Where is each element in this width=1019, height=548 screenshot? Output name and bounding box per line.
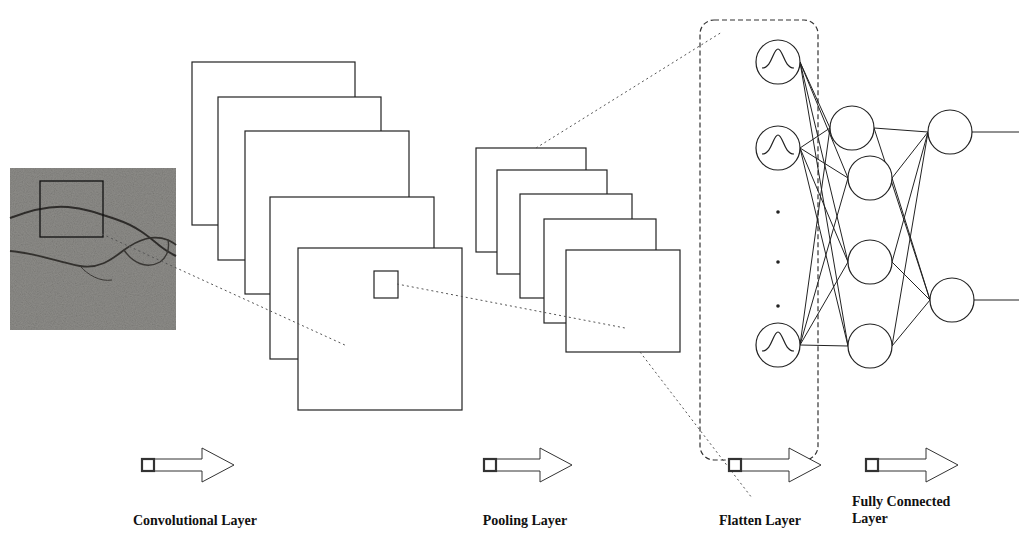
gaussian-curve	[762, 49, 794, 68]
block-arrow	[142, 448, 234, 482]
layer-label: Flatten Layer	[700, 512, 820, 529]
connection-line	[800, 128, 830, 345]
ellipsis-dots	[776, 210, 780, 308]
projection-lines	[102, 32, 752, 498]
arrow-tail	[484, 459, 496, 471]
block-arrow	[866, 448, 958, 482]
connection-line	[892, 132, 928, 346]
photo-ground	[10, 168, 176, 330]
feature-map	[298, 248, 462, 410]
connection-line	[892, 262, 930, 300]
output-line	[974, 300, 1019, 301]
connection-line	[800, 128, 830, 148]
neuron-circle	[930, 278, 974, 322]
pooling-window-box	[374, 271, 398, 298]
connection-line	[800, 62, 848, 262]
neuron-circle	[848, 240, 892, 284]
gaussian-curve	[762, 332, 794, 351]
flatten-neurons	[756, 40, 800, 367]
conv-feature-maps	[192, 62, 462, 410]
neuron-circle	[848, 156, 892, 200]
block-arrow	[484, 448, 572, 482]
neuron-circle	[756, 40, 800, 84]
projection-line	[536, 32, 722, 148]
dense-neurons	[830, 106, 974, 368]
layer-label: Convolutional Layer	[110, 512, 280, 529]
block-arrows	[142, 448, 958, 482]
neuron-circle	[848, 324, 892, 368]
connection-line	[800, 345, 848, 346]
receptive-field-box	[40, 181, 103, 237]
arrow-tail	[142, 459, 154, 471]
layer-label: Pooling Layer	[455, 512, 595, 529]
flatten-frame	[700, 20, 818, 460]
projection-line	[640, 352, 752, 498]
crack-line	[80, 266, 112, 280]
ellipsis-dot	[776, 304, 780, 308]
arrow-tail	[729, 459, 741, 471]
crack-line	[10, 238, 176, 267]
input-photo	[10, 168, 176, 330]
arrow-outline	[484, 448, 572, 482]
neuron-circle	[830, 106, 874, 150]
connection-line	[892, 132, 928, 262]
connection-line	[892, 178, 930, 300]
arrow-tail	[866, 459, 878, 471]
connection-line	[892, 132, 928, 178]
output-line	[972, 132, 1019, 133]
neuron-circle	[756, 323, 800, 367]
gaussian-curves	[762, 49, 794, 351]
crack-line	[10, 207, 176, 256]
neuron-circle	[756, 126, 800, 170]
gaussian-curve	[762, 135, 794, 154]
pooled-maps	[476, 148, 680, 352]
connection-line	[800, 262, 848, 345]
connection-line	[874, 128, 928, 132]
connection-line	[800, 178, 848, 345]
projection-line	[397, 284, 625, 328]
layer-label: Fully Connected Layer	[852, 493, 972, 527]
dense-connections	[800, 62, 1019, 346]
arrow-outline	[866, 448, 958, 482]
connection-line	[892, 300, 930, 346]
ellipsis-dot	[776, 210, 780, 214]
projection-line	[102, 234, 347, 346]
arrow-outline	[729, 448, 821, 482]
neuron-circle	[928, 110, 972, 154]
block-arrow	[729, 448, 821, 482]
connection-line	[800, 148, 848, 346]
pooled-map	[566, 250, 680, 352]
ellipsis-dot	[776, 260, 780, 264]
connection-line	[800, 62, 848, 346]
arrow-outline	[142, 448, 234, 482]
